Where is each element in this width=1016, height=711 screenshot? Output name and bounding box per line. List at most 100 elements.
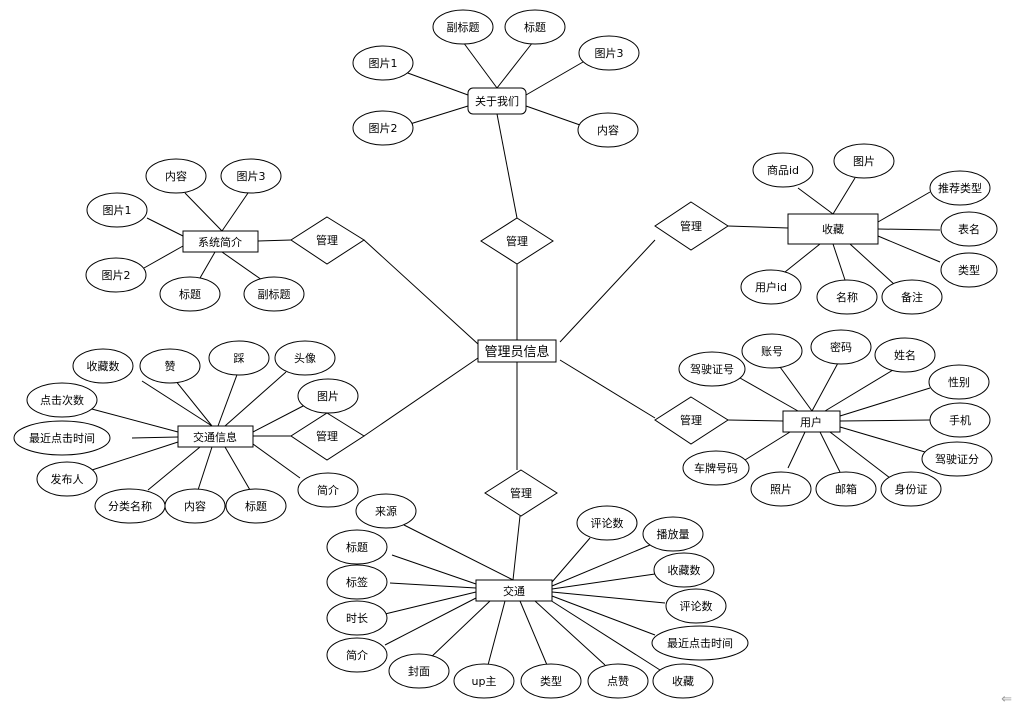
entity-favorite: 收藏 (787, 213, 879, 245)
diagram-label: 播放量 (657, 527, 690, 541)
diagram-label: 收藏数 (87, 359, 120, 373)
corner-arrow-icon: ⇐ (1001, 692, 1012, 707)
attr-fav-table-name: 表名 (940, 211, 998, 247)
attr-t-intro: 简介 (326, 637, 388, 673)
diagram-label: 商品id (767, 163, 799, 177)
diagram-label: 图片3 (237, 170, 266, 183)
diagram-label: 标题 (346, 540, 368, 554)
attr-about-content: 内容 (577, 112, 639, 148)
diagram-label: 点击次数 (40, 393, 84, 407)
diagram-label: 副标题 (447, 20, 480, 34)
diagram-label: 驾驶证分 (935, 452, 979, 466)
diagram-label: 管理 (680, 413, 702, 427)
attr-about-title: 标题 (504, 9, 566, 45)
diagram-label: 备注 (901, 290, 923, 304)
diagram-label: 姓名 (894, 348, 916, 362)
attr-ti-last-click: 最近点击时间 (13, 420, 111, 456)
diagram-label: 图片1 (103, 204, 132, 217)
diagram-label: 管理 (510, 486, 532, 500)
entity-user: 用户 (782, 410, 841, 433)
attr-fav-image: 图片 (833, 143, 895, 179)
diagram-label: 邮箱 (835, 482, 857, 496)
diagram-label: 副标题 (258, 287, 291, 301)
diagram-label: 最近点击时间 (667, 637, 733, 650)
about-us-attributes: 副标题 标题 图片1 图片3 图片2 内容 (352, 9, 640, 148)
diagram-label: 点赞 (607, 675, 629, 688)
attr-about-image1: 图片1 (352, 45, 414, 81)
diagram-label: 密码 (830, 340, 852, 354)
attr-user-account: 账号 (741, 333, 803, 369)
diagram-label: 标签 (346, 575, 368, 589)
diagram-label: 评论数 (680, 599, 713, 613)
diagram-label: 图片 (317, 390, 339, 403)
attr-sys-subtitle: 副标题 (243, 276, 305, 312)
attr-sys-image1: 图片1 (86, 192, 148, 228)
attr-t-source: 来源 (355, 493, 417, 529)
attr-t-duration: 时长 (326, 600, 388, 636)
diagram-label: 管理 (316, 233, 338, 247)
attr-user-password: 密码 (810, 329, 872, 365)
diagram-label: 内容 (165, 169, 187, 183)
attr-user-email: 邮箱 (815, 471, 877, 507)
attr-fav-product-id: 商品id (752, 152, 814, 188)
diagram-label: 头像 (294, 352, 316, 365)
attr-ti-image: 图片 (297, 378, 359, 414)
attr-about-subtitle: 副标题 (432, 9, 494, 45)
diagram-label: 标题 (179, 287, 201, 301)
attr-fav-name: 名称 (816, 279, 878, 315)
center-entity: 管理员信息 (477, 339, 557, 363)
attr-sys-image3: 图片3 (220, 158, 282, 194)
diagram-label: 交通信息 (193, 430, 237, 444)
attr-user-gender: 性别 (928, 364, 990, 400)
attr-fav-user-id: 用户id (740, 269, 802, 305)
attr-ti-category: 分类名称 (94, 488, 166, 524)
attr-user-name: 姓名 (874, 337, 936, 373)
attr-t-cover: 封面 (388, 653, 450, 689)
attr-ti-publisher: 发布人 (36, 461, 98, 497)
attr-about-image3: 图片3 (578, 35, 640, 71)
attr-user-plate-no: 车牌号码 (682, 450, 750, 486)
diagram-label: 用户 (800, 415, 822, 429)
diagram-label: 标题 (245, 499, 267, 513)
diagram-label: 账号 (761, 345, 783, 358)
relationship-top: 管理 (480, 217, 554, 265)
diagram-label: 车牌号码 (694, 461, 738, 475)
relationship-bottom: 管理 (484, 469, 558, 517)
attr-t-fav-count: 收藏数 (653, 552, 715, 588)
diagram-label: 关于我们 (475, 94, 519, 108)
attr-user-photo: 照片 (750, 471, 812, 507)
diagram-label: 来源 (375, 504, 397, 518)
connector-lines (87, 41, 941, 671)
diagram-label: 身份证 (895, 482, 928, 496)
attr-t-tag: 标签 (326, 564, 388, 600)
attr-ti-click-count: 点击次数 (26, 382, 98, 418)
diagram-label: up主 (472, 675, 497, 688)
diagram-label: 类型 (540, 674, 562, 688)
attr-sys-image2: 图片2 (85, 257, 147, 293)
diagram-label: 分类名称 (108, 499, 152, 513)
attr-t-type: 类型 (520, 663, 582, 699)
attr-sys-title: 标题 (159, 276, 221, 312)
attr-t-comment-count-1: 评论数 (576, 505, 638, 541)
diagram-label: 赞 (165, 360, 176, 373)
diagram-label: 图片 (853, 155, 875, 168)
diagram-label: 推荐类型 (938, 181, 982, 195)
relationship-top-left: 管理 (290, 216, 365, 265)
attr-fav-recommend-type: 推荐类型 (929, 170, 991, 206)
relationship-mid-right: 管理 (654, 396, 729, 445)
attr-t-last-click: 最近点击时间 (651, 625, 749, 661)
diagram-label: 手机 (949, 413, 971, 427)
diagram-label: 发布人 (51, 472, 84, 486)
diagram-label: 简介 (317, 483, 339, 497)
diagram-label: 封面 (408, 664, 430, 678)
attr-t-favorite: 收藏 (652, 663, 714, 699)
attr-ti-like: 赞 (139, 348, 201, 384)
attr-user-id-card: 身份证 (880, 471, 942, 507)
diagram-label: 系统简介 (198, 235, 242, 249)
diagram-label: 用户id (755, 280, 787, 294)
user-attributes: 账号 密码 驾驶证号 姓名 性别 手机 驾驶证分 车牌号码 照片 邮箱 身份证 (678, 329, 993, 507)
diagram-label: 表名 (958, 222, 980, 236)
diagram-label: 简介 (346, 648, 368, 662)
diagram-label: 名称 (836, 290, 858, 304)
